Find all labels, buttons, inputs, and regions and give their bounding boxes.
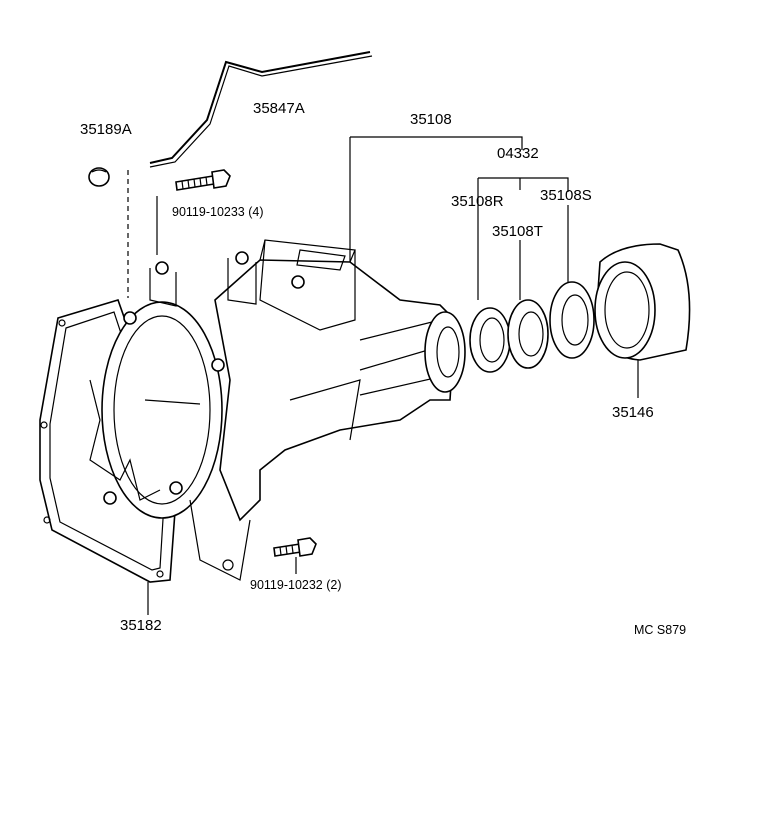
label-04332: 04332	[497, 145, 539, 162]
label-35108t: 35108T	[492, 223, 543, 240]
label-35182: 35182	[120, 617, 162, 634]
leader-lines	[147, 136, 639, 615]
label-35189a: 35189A	[80, 121, 132, 138]
label-90119-10233: 90119-10233 (4)	[172, 205, 264, 219]
label-35146: 35146	[612, 404, 654, 421]
bolt-lower	[273, 537, 317, 557]
label-35108r: 35108R	[451, 193, 504, 210]
label-35847a: 35847A	[253, 100, 305, 117]
label-35108s: 35108S	[540, 187, 592, 204]
part-labels: 35847A 35189A 35108 04332 35108R 35108S …	[80, 100, 686, 637]
label-90119-10232: 90119-10232 (2)	[250, 578, 342, 592]
reference-code: MC S879	[634, 623, 686, 637]
extension-housing	[89, 239, 466, 581]
label-35108: 35108	[410, 111, 452, 128]
seal-35108s	[549, 281, 595, 359]
ring-35108t	[507, 299, 549, 369]
bolt-upper	[175, 169, 231, 191]
dust-cover	[594, 243, 691, 361]
oil-seal-35108r	[469, 307, 511, 373]
cap-plug	[88, 167, 110, 187]
breather-tube	[149, 51, 373, 168]
